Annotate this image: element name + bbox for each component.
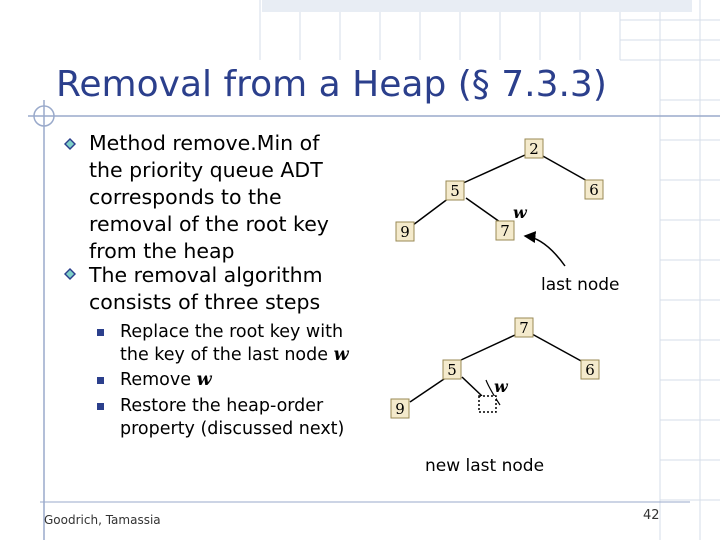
subbullet-text: the key of the last node	[120, 344, 334, 365]
bullet-line: Method remove.Min of	[89, 131, 320, 155]
bullet-removal-algorithm: The removal algorithm consists of three …	[89, 262, 323, 316]
square-bullet-icon	[97, 377, 104, 384]
node-key: 9	[400, 223, 410, 241]
subbullet-remove-w: Remove w	[120, 369, 212, 392]
heap-node: 7	[495, 220, 515, 241]
w-label: w	[494, 377, 509, 396]
diamond-bullet-icon	[64, 138, 76, 150]
subbullet-line: property (discussed next)	[120, 418, 345, 439]
empty-node-marker	[478, 395, 497, 413]
bullet-line: The removal algorithm	[89, 263, 323, 287]
node-key: 9	[395, 400, 405, 418]
bullet-remove-min: Method remove.Min of the priority queue …	[89, 130, 329, 265]
node-key: 6	[589, 181, 599, 199]
bullet-line: corresponds to the	[89, 185, 282, 209]
heap-node: 5	[442, 359, 462, 380]
w-symbol: w	[333, 344, 349, 365]
node-key: 6	[585, 361, 595, 379]
heap-node: 9	[390, 398, 410, 419]
heap-node: 9	[395, 221, 415, 242]
node-key: 5	[447, 361, 457, 379]
last-node-label: last node	[541, 275, 620, 295]
subbullet-text: Remove	[120, 370, 197, 390]
square-bullet-icon	[97, 403, 104, 410]
footer-authors: Goodrich, Tamassia	[44, 513, 161, 527]
heap-node: 6	[584, 179, 604, 200]
new-last-node-label: new last node	[425, 456, 545, 476]
diamond-bullet-icon	[64, 268, 76, 280]
heap-node: 7	[514, 317, 534, 338]
node-key: 5	[450, 182, 460, 200]
page-number: 42	[643, 508, 660, 523]
square-bullet-icon	[97, 329, 104, 336]
bullet-line: consists of three steps	[89, 290, 321, 314]
subbullet-replace-root: Replace the root key with the key of the…	[120, 321, 349, 366]
node-key: 2	[529, 140, 539, 158]
node-key: 7	[519, 319, 529, 337]
subbullet-line: the key of the last node w	[120, 344, 349, 367]
heap-node: 6	[580, 359, 600, 380]
bullet-line: from the heap	[89, 239, 235, 263]
heap-node: 2	[524, 138, 544, 159]
bullet-line: the priority queue ADT	[89, 158, 323, 182]
node-key: 7	[500, 222, 510, 240]
heap-node: 5	[445, 180, 465, 201]
subbullet-line: Replace the root key with	[120, 322, 344, 342]
slide-title: Removal from a Heap (§ 7.3.3)	[56, 64, 607, 105]
w-label: w	[513, 203, 528, 222]
subbullet-restore-heap-order: Restore the heap-order property (discuss…	[120, 395, 344, 440]
bullet-line: removal of the root key	[89, 212, 329, 236]
subbullet-line: Restore the heap-order	[120, 396, 324, 416]
w-symbol: w	[196, 370, 212, 390]
